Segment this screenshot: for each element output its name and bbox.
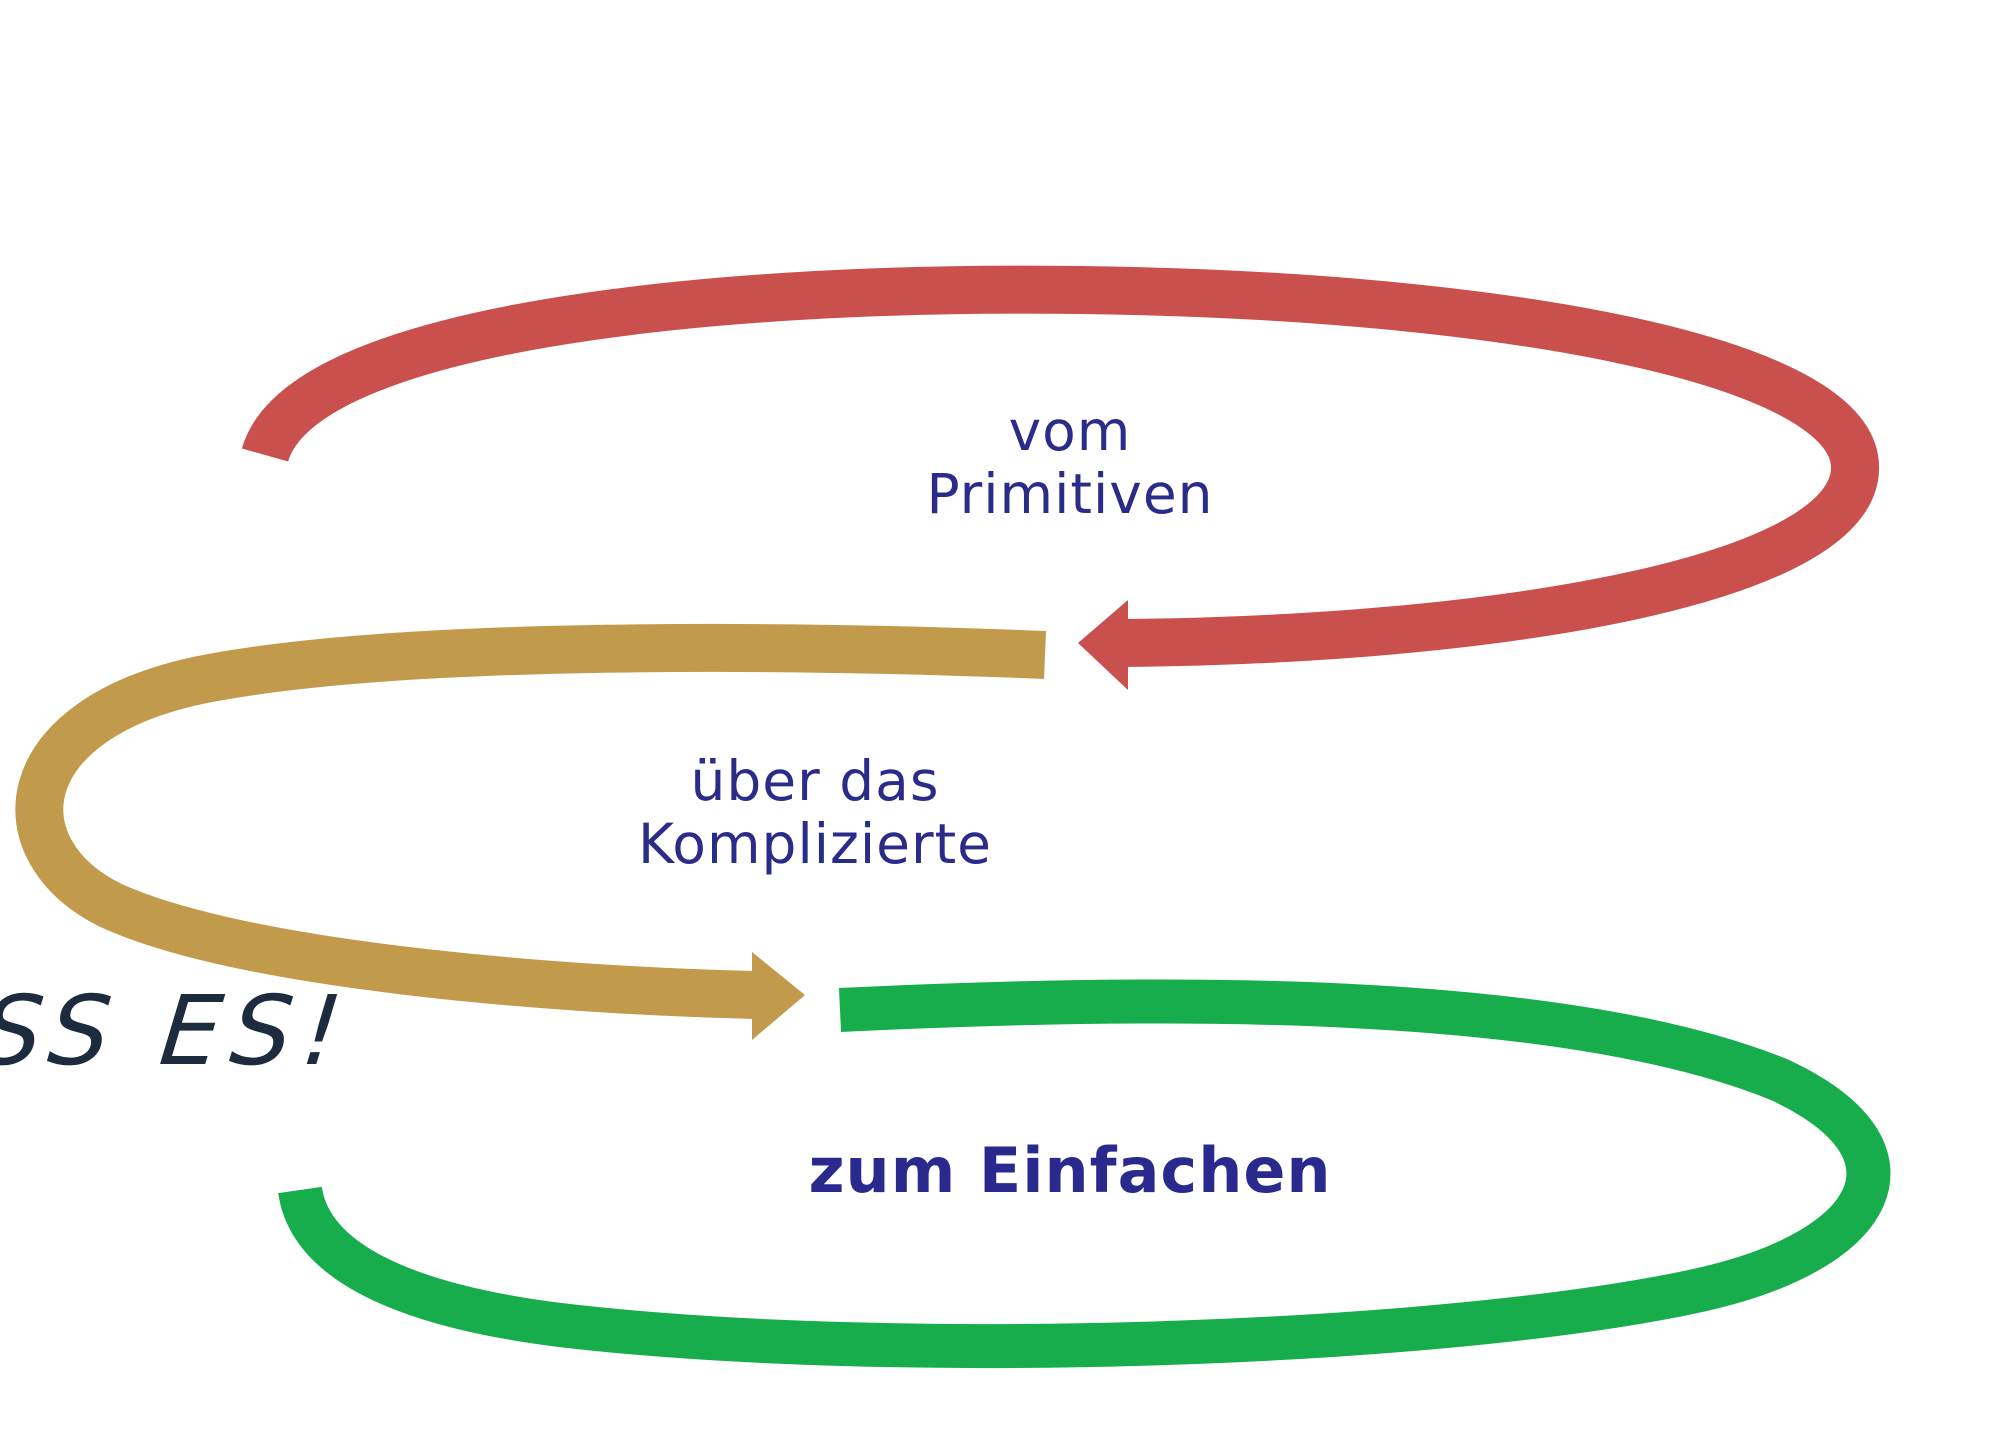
label-via-complicated: über das Komplizierte — [555, 749, 1075, 877]
primitive-arc — [241, 265, 1879, 667]
label-top-line2: Primitiven — [926, 462, 1214, 527]
label-mid-line1: über das — [690, 749, 940, 813]
label-top-line1: vom — [1008, 399, 1132, 463]
simple-arc — [278, 979, 1891, 1369]
primitive-arrowhead — [1078, 600, 1128, 690]
label-from-primitive: vom Primitiven — [850, 399, 1290, 527]
label-bottom-text: zum Einfachen — [808, 1134, 1332, 1207]
label-mid-line2: Komplizierte — [637, 812, 993, 877]
complicated-arc — [15, 623, 1046, 1019]
label-to-simple: zum Einfachen — [720, 1134, 1420, 1207]
complicated-arrowhead — [752, 952, 805, 1040]
cropped-side-text: SS ES! — [0, 975, 357, 1087]
